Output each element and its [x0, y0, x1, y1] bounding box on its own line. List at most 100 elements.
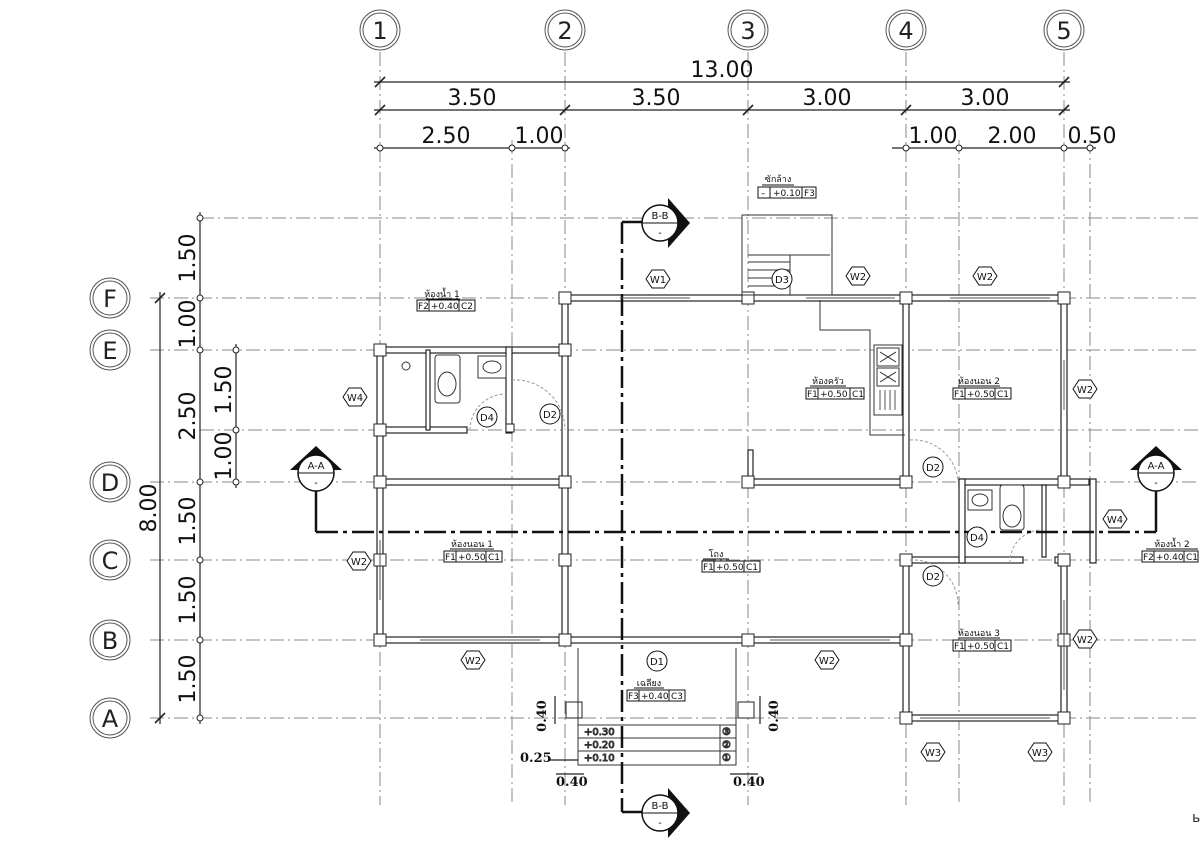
room-tag-kitchen-c: C1	[852, 390, 864, 400]
room-tag-bedroom1-b: +0.50	[458, 553, 486, 563]
window-mark-w4-b: W4	[1107, 515, 1123, 526]
grid-col-2: 2	[557, 17, 572, 45]
dim-sub-x-4: 2.00	[988, 124, 1037, 149]
room-name-bath2: ห้องน้ำ 2	[1154, 537, 1190, 550]
dim-sub-y-1: 1.50	[212, 366, 237, 415]
door-swings	[469, 379, 1043, 606]
room-tag-laundry-c: F3	[804, 189, 815, 199]
section-bb-label-bottom: B-B	[652, 801, 669, 812]
stair-dimensions: 0.40 0.40 0.25 0.40 0.40	[520, 696, 782, 790]
window-marks: W1 W2 W2 W2 W2 W2 W2 W2 W3 W3 W4 W4	[342, 266, 1128, 762]
room-name-bedroom1: ห้องนอน 1	[451, 539, 493, 550]
room-name-bath1: ห้องน้ำ 1	[424, 287, 460, 300]
room-tag-kitchen-a: F1	[807, 390, 818, 400]
room-tag-bedroom2-b: +0.50	[967, 390, 995, 400]
window-mark-w2-d: W2	[351, 557, 367, 568]
room-tag-laundry-b: +0.10	[773, 189, 801, 199]
room-name-bedroom3: ห้องนอน 3	[958, 628, 1000, 639]
room-tag-bedroom3-b: +0.50	[967, 642, 995, 652]
room-tag-bedroom2-a: F1	[954, 390, 965, 400]
grid-col-5: 5	[1056, 17, 1071, 45]
window-mark-w2-g: W2	[1077, 635, 1093, 646]
room-tag-bath1-c: C2	[461, 302, 473, 312]
dim-bay-x-4: 3.00	[961, 86, 1010, 111]
room-tag-porch: เฉลียง F3 +0.40 C3	[626, 678, 686, 702]
stair-dim-right-bottom: 0.40	[733, 775, 765, 790]
door-mark-d3: D3	[775, 275, 789, 286]
door-marks: D1 D2 D2 D2 D3 D4 D4	[476, 268, 988, 672]
section-bb-label-top: B-B	[652, 211, 669, 222]
room-tag-hall: โถง F1 +0.50 C1	[701, 549, 761, 573]
dim-sub-x-5: 0.50	[1068, 124, 1117, 149]
step-number-3: ③	[722, 727, 731, 738]
dim-sub-x-2: 1.00	[515, 124, 564, 149]
window-mark-w4-a: W4	[347, 393, 363, 404]
dim-bay-y-2: 1.00	[176, 300, 201, 349]
dim-bay-y-1: 1.50	[176, 234, 201, 283]
left-dimensions: 8.00 1.50 1.00 2.50 1.50 1.50 1.50 1.50 …	[137, 212, 240, 724]
step-number-2: ②	[722, 740, 731, 751]
section-aa-label-left: A-A	[308, 461, 325, 472]
door-mark-d1: D1	[650, 657, 664, 668]
room-tag-bath1-b: +0.40	[431, 302, 459, 312]
door-mark-d2-c: D2	[926, 572, 940, 583]
window-mark-w1: W1	[650, 275, 666, 286]
room-tag-bath2-b: +0.40	[1156, 553, 1184, 563]
door-mark-d4-b: D4	[970, 533, 984, 544]
window-mark-w3-a: W3	[925, 748, 941, 759]
grid-row-F: F	[103, 285, 117, 313]
section-marker-aa-right: A-A -	[1130, 446, 1182, 492]
window-openings	[379, 297, 1065, 719]
row-bubbles: F E D C B A	[89, 277, 131, 739]
room-tag-hall-c: C1	[746, 563, 758, 573]
room-tag-bedroom1-a: F1	[445, 553, 456, 563]
step-level-3: +0.30	[584, 727, 615, 738]
window-mark-w2-b: W2	[977, 272, 993, 283]
room-tag-bath2-a: F2	[1143, 553, 1154, 563]
room-name-kitchen: ห้องครัว	[812, 376, 844, 387]
kitchen-sink	[873, 344, 903, 416]
section-marker-bb-bottom: B-B -	[641, 788, 690, 838]
door-mark-d4-a: D4	[480, 413, 494, 424]
section-lines	[314, 220, 1158, 814]
room-tag-bath1-a: F2	[418, 302, 429, 312]
bathroom-fixtures	[401, 354, 1025, 531]
door-mark-d2-a: D2	[543, 410, 557, 421]
room-tag-hall-a: F1	[703, 563, 714, 573]
room-tag-porch-a: F3	[628, 692, 639, 702]
room-tag-laundry: ซักล้าง – +0.10 F3	[757, 174, 817, 199]
dim-bay-x-3: 3.00	[803, 86, 852, 111]
room-name-laundry: ซักล้าง	[765, 174, 792, 185]
room-tag-bedroom2-c: C1	[997, 390, 1009, 400]
grid-row-B: B	[102, 627, 118, 655]
top-dimensions: 13.00 3.50 3.50 3.00 3.00 2.50 1.00 1.00…	[374, 58, 1117, 152]
section-aa-label-right: A-A	[1148, 461, 1165, 472]
cut-off-label: ь	[1192, 810, 1200, 826]
grid-row-E: E	[102, 337, 117, 365]
grid-row-A: A	[102, 705, 119, 733]
room-name-hall: โถง	[709, 549, 724, 560]
room-tag-bedroom3: ห้องนอน 3 F1 +0.50 C1	[952, 628, 1012, 652]
room-tag-porch-c: C3	[671, 692, 683, 702]
room-tag-bedroom1-c: C1	[488, 553, 500, 563]
room-tag-bath2: ห้องน้ำ 2 F2 +0.40 C1	[1141, 537, 1199, 563]
room-tag-bedroom2: ห้องนอน 2 F1 +0.50 C1	[952, 376, 1012, 400]
step-level-2: +0.20	[584, 740, 615, 751]
room-tag-laundry-a: –	[761, 189, 766, 199]
stair-dim-right-top: 0.40	[767, 700, 782, 732]
section-aa-sub-left: -	[314, 478, 318, 489]
dim-bay-x-2: 3.50	[632, 86, 681, 111]
stair-dim-step: 0.25	[520, 751, 552, 766]
window-mark-w2-e: W2	[465, 656, 481, 667]
window-mark-w2-f: W2	[819, 656, 835, 667]
door-mark-d2-b: D2	[926, 463, 940, 474]
grid-row-C: C	[102, 547, 119, 575]
structural-columns	[373, 291, 1071, 725]
room-name-bedroom2: ห้องนอน 2	[958, 376, 1000, 387]
step-level-1: +0.10	[584, 753, 615, 764]
column-bubbles: 1 2 3 4 5	[359, 9, 1085, 51]
dim-sub-y-2: 1.00	[212, 432, 237, 481]
room-tag-bedroom3-c: C1	[997, 642, 1009, 652]
window-mark-w2-a: W2	[850, 272, 866, 283]
